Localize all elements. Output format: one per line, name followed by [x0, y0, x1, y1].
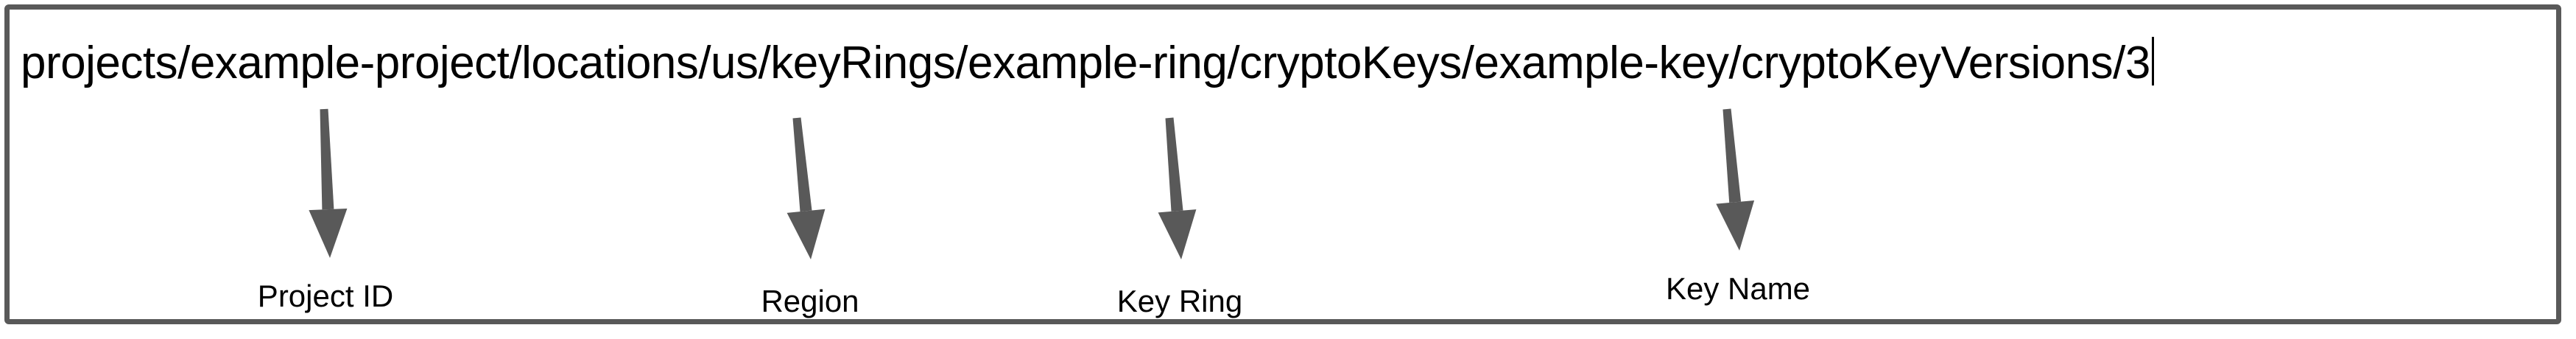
annotation-label-region: Region	[761, 284, 859, 318]
resource-path-field[interactable]: projects/example-project/locations/us/ke…	[21, 29, 2154, 90]
resource-path-text: projects/example-project/locations/us/ke…	[21, 38, 2150, 88]
annotation-label-key-ring: Key Ring	[1116, 284, 1243, 318]
diagram-frame	[4, 4, 2561, 324]
text-caret	[2151, 37, 2154, 85]
annotation-label-key-name: Key Name	[1665, 271, 1811, 306]
annotation-label-project-id: Project ID	[257, 279, 394, 313]
